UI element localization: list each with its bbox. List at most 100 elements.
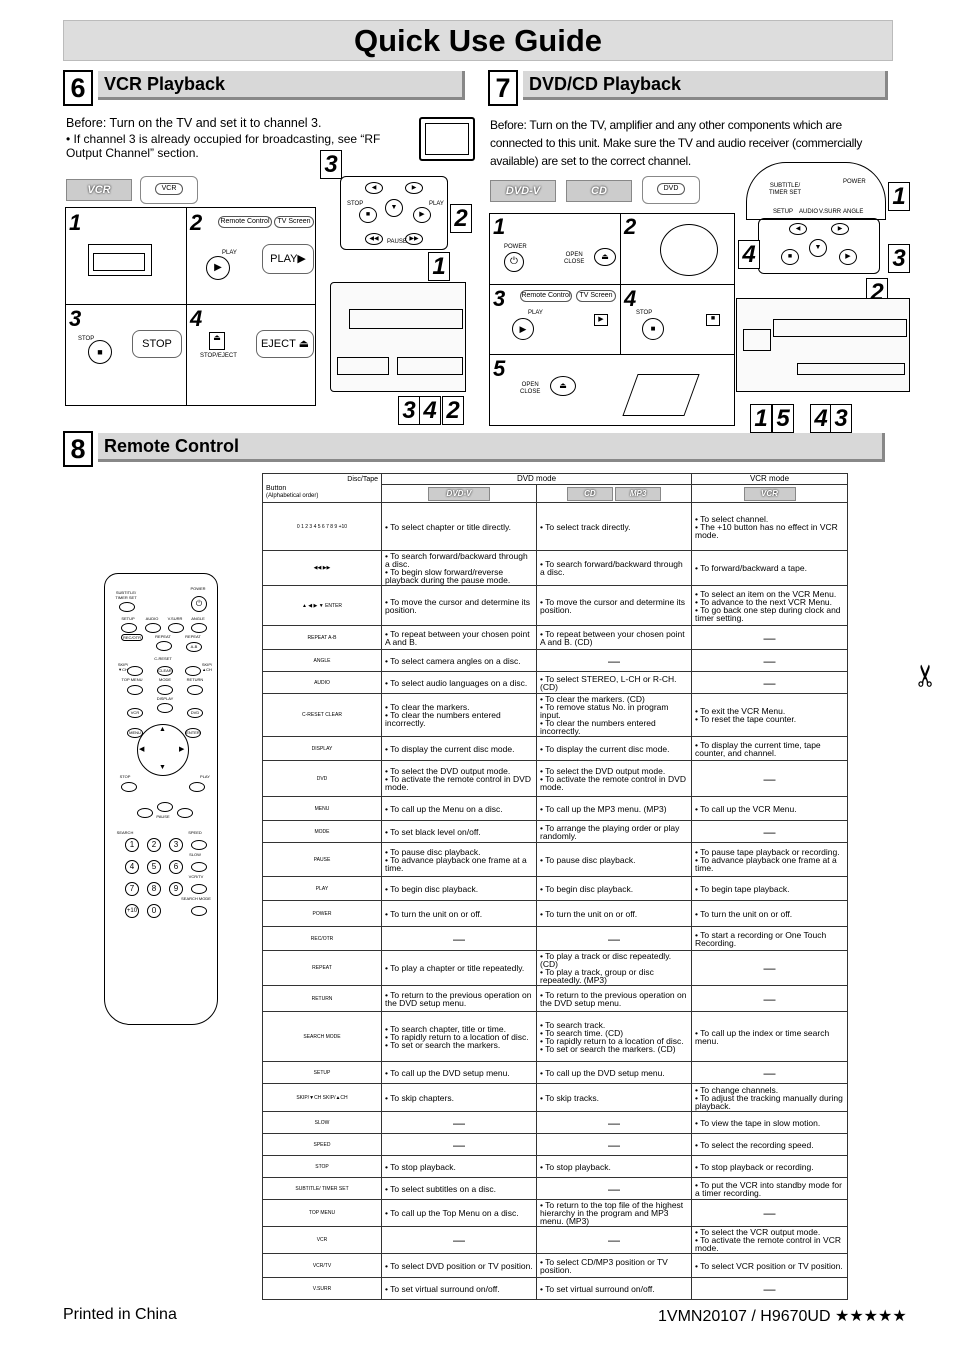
- table-row: PLAY• To begin disc playback.• To begin …: [262, 876, 848, 901]
- remote-label-audio: AUDIO: [145, 616, 159, 621]
- remote-pause-button[interactable]: [157, 802, 173, 812]
- remote-rewind-button[interactable]: [137, 808, 153, 818]
- remote-speed-button[interactable]: [191, 840, 207, 850]
- panel-vsurr-label: V.SURR: [819, 209, 842, 215]
- table-dvd-cell: • To select chapter or title directly.: [381, 502, 537, 551]
- remote-clear-button[interactable]: CLEAR: [157, 666, 173, 676]
- table-row: MODE• To set black level on/off.• To arr…: [262, 820, 848, 843]
- remote-dvd-button[interactable]: DVD: [187, 708, 203, 718]
- remote-ffwd-button[interactable]: [177, 808, 193, 818]
- remote-return-button[interactable]: [187, 685, 203, 695]
- remote-subtitle-button[interactable]: [119, 602, 135, 612]
- section-title-remote: Remote Control: [104, 436, 239, 456]
- remote-slow-button[interactable]: [191, 862, 207, 872]
- play-label: PLAY: [222, 250, 237, 256]
- dvd-open-close-label: OPEN CLOSE: [564, 252, 585, 265]
- table-dvd-cell: • To select audio languages on a disc.: [381, 671, 537, 694]
- remote-label-slow: SLOW: [189, 852, 201, 857]
- table-cd-empty-cell: —: [536, 926, 692, 951]
- remote-right-icon[interactable]: ▶: [179, 746, 185, 753]
- table-cd-cell: • To stop playback.: [536, 1155, 692, 1178]
- table-dvd-cell: • To call up the Top Menu on a disc.: [381, 1199, 537, 1227]
- remote-num-8[interactable]: 8: [147, 882, 161, 896]
- remote-num-6[interactable]: 6: [169, 860, 183, 874]
- remote-stop-button[interactable]: [121, 782, 137, 792]
- remote-skip-forward-button[interactable]: [185, 666, 201, 676]
- remote-audio-button[interactable]: [145, 623, 161, 633]
- remote-num-2[interactable]: 2: [147, 838, 161, 852]
- table-button-cell: VCR: [262, 1226, 382, 1254]
- down-arrow-icon: ▼: [385, 199, 403, 217]
- table-row: MENU• To call up the Menu on a disc.• To…: [262, 796, 848, 821]
- table-cd-cell: • To call up the MP3 menu. (MP3): [536, 796, 692, 821]
- footer-printed: Printed in China: [63, 1306, 177, 1323]
- remote-num-0[interactable]: 0: [147, 904, 161, 918]
- table-row: SPEED——• To select the recording speed.: [262, 1133, 848, 1156]
- remote-play-button[interactable]: [189, 782, 205, 792]
- remote-setup-button[interactable]: [121, 623, 137, 633]
- remote-angle-button[interactable]: [191, 623, 207, 633]
- table-row: SETUP• To call up the DVD setup menu.• T…: [262, 1061, 848, 1084]
- remote-search-mode-button[interactable]: [191, 906, 207, 916]
- remote-num-5[interactable]: 5: [147, 860, 161, 874]
- section-title-dvd: DVD/CD Playback: [529, 74, 682, 94]
- table-cd-cell: • To call up the DVD setup menu.: [536, 1061, 692, 1084]
- remote-menu-button[interactable]: MENU: [127, 728, 143, 738]
- open-close-icon: ⏏: [594, 248, 616, 266]
- remote-num-7[interactable]: 7: [125, 882, 139, 896]
- remote-repeat-button[interactable]: [156, 641, 172, 651]
- table-body: 0 1 2 3 4 5 6 7 8 9 +10• To select chapt…: [262, 502, 848, 1300]
- remote-ab-button[interactable]: A-B: [186, 642, 202, 652]
- remote-label-top-menu: TOP MENU: [121, 677, 143, 682]
- remote-num-4[interactable]: 4: [125, 860, 139, 874]
- remote-plus10-button[interactable]: +10: [125, 904, 139, 918]
- remote-vcr-button[interactable]: VCR: [127, 708, 143, 718]
- vcr-step-2: 2: [190, 210, 203, 235]
- remote-rec-otr-button[interactable]: REC/OTR: [121, 634, 143, 641]
- section-number-remote: 8: [63, 431, 93, 467]
- remote-down-icon[interactable]: ▼: [159, 764, 166, 771]
- nav-stop-icon: ■: [781, 249, 799, 265]
- table-cd-empty-cell: —: [536, 1177, 692, 1200]
- tv-screen-pill: TV Screen: [274, 216, 314, 228]
- table-vcr-cell: • To select VCR position or TV position.: [691, 1253, 848, 1278]
- table-cd-cell: • To begin disc playback.: [536, 876, 692, 901]
- vcr-callout-3b: 3: [398, 396, 420, 425]
- remote-enter-button[interactable]: ENTER: [185, 728, 201, 738]
- nav-play-icon: ▶: [839, 249, 857, 265]
- table-row: TOP MENU• To call up the Top Menu on a d…: [262, 1199, 848, 1227]
- table-dvd-cell: • To move the cursor and determine its p…: [381, 585, 537, 626]
- remote-up-icon[interactable]: ▲: [159, 726, 166, 733]
- remote-mode-button[interactable]: [157, 685, 173, 695]
- footer-code: 1VMN20107 / H9670UD ★★★★★: [658, 1308, 907, 1325]
- table-button-cell: MENU: [262, 796, 382, 821]
- play-screen: PLAY▶: [262, 244, 314, 274]
- remote-function-table: Disc/Tape Button (Alphabetical order) DV…: [262, 472, 848, 1300]
- remote-top-menu-button[interactable]: [127, 685, 143, 695]
- table-vcr-empty-cell: —: [691, 649, 848, 672]
- remote-skip-back-button[interactable]: [127, 666, 143, 676]
- remote-power-icon[interactable]: ⏻: [191, 596, 207, 612]
- remote-label-pause: PAUSE: [156, 814, 170, 819]
- table-dvd-empty-cell: —: [381, 1133, 537, 1156]
- table-vcr-empty-cell: —: [691, 1061, 848, 1084]
- table-button-cell: C-RESET CLEAR: [262, 693, 382, 737]
- table-cd-cell: • To turn the unit on or off.: [536, 900, 692, 927]
- table-cd-empty-cell: —: [536, 1111, 692, 1134]
- remote-vsurr-button[interactable]: [168, 623, 184, 633]
- vcr-bullet: • If channel 3 is already occupied for b…: [66, 132, 381, 160]
- table-button-cell: SEARCH MODE: [262, 1011, 382, 1062]
- dvd-callout-1: 1: [888, 182, 910, 211]
- remote-vcr-tv-button[interactable]: [191, 884, 207, 894]
- remote-dpad[interactable]: [137, 724, 189, 776]
- remote-num-9[interactable]: 9: [169, 882, 183, 896]
- remote-num-1[interactable]: 1: [125, 838, 139, 852]
- table-button-cell: ▲ ◀ ▶ ▼ ENTER: [262, 585, 382, 626]
- header-vcr-logo-cell: VCR: [691, 484, 848, 503]
- remote-num-3[interactable]: 3: [169, 838, 183, 852]
- remote-display-button[interactable]: [157, 703, 173, 713]
- remote-left-icon[interactable]: ◀: [139, 746, 145, 753]
- dvd-callout-4b: 4: [810, 404, 832, 433]
- table-vcr-empty-cell: —: [691, 760, 848, 797]
- cd-logo: CD: [566, 180, 632, 202]
